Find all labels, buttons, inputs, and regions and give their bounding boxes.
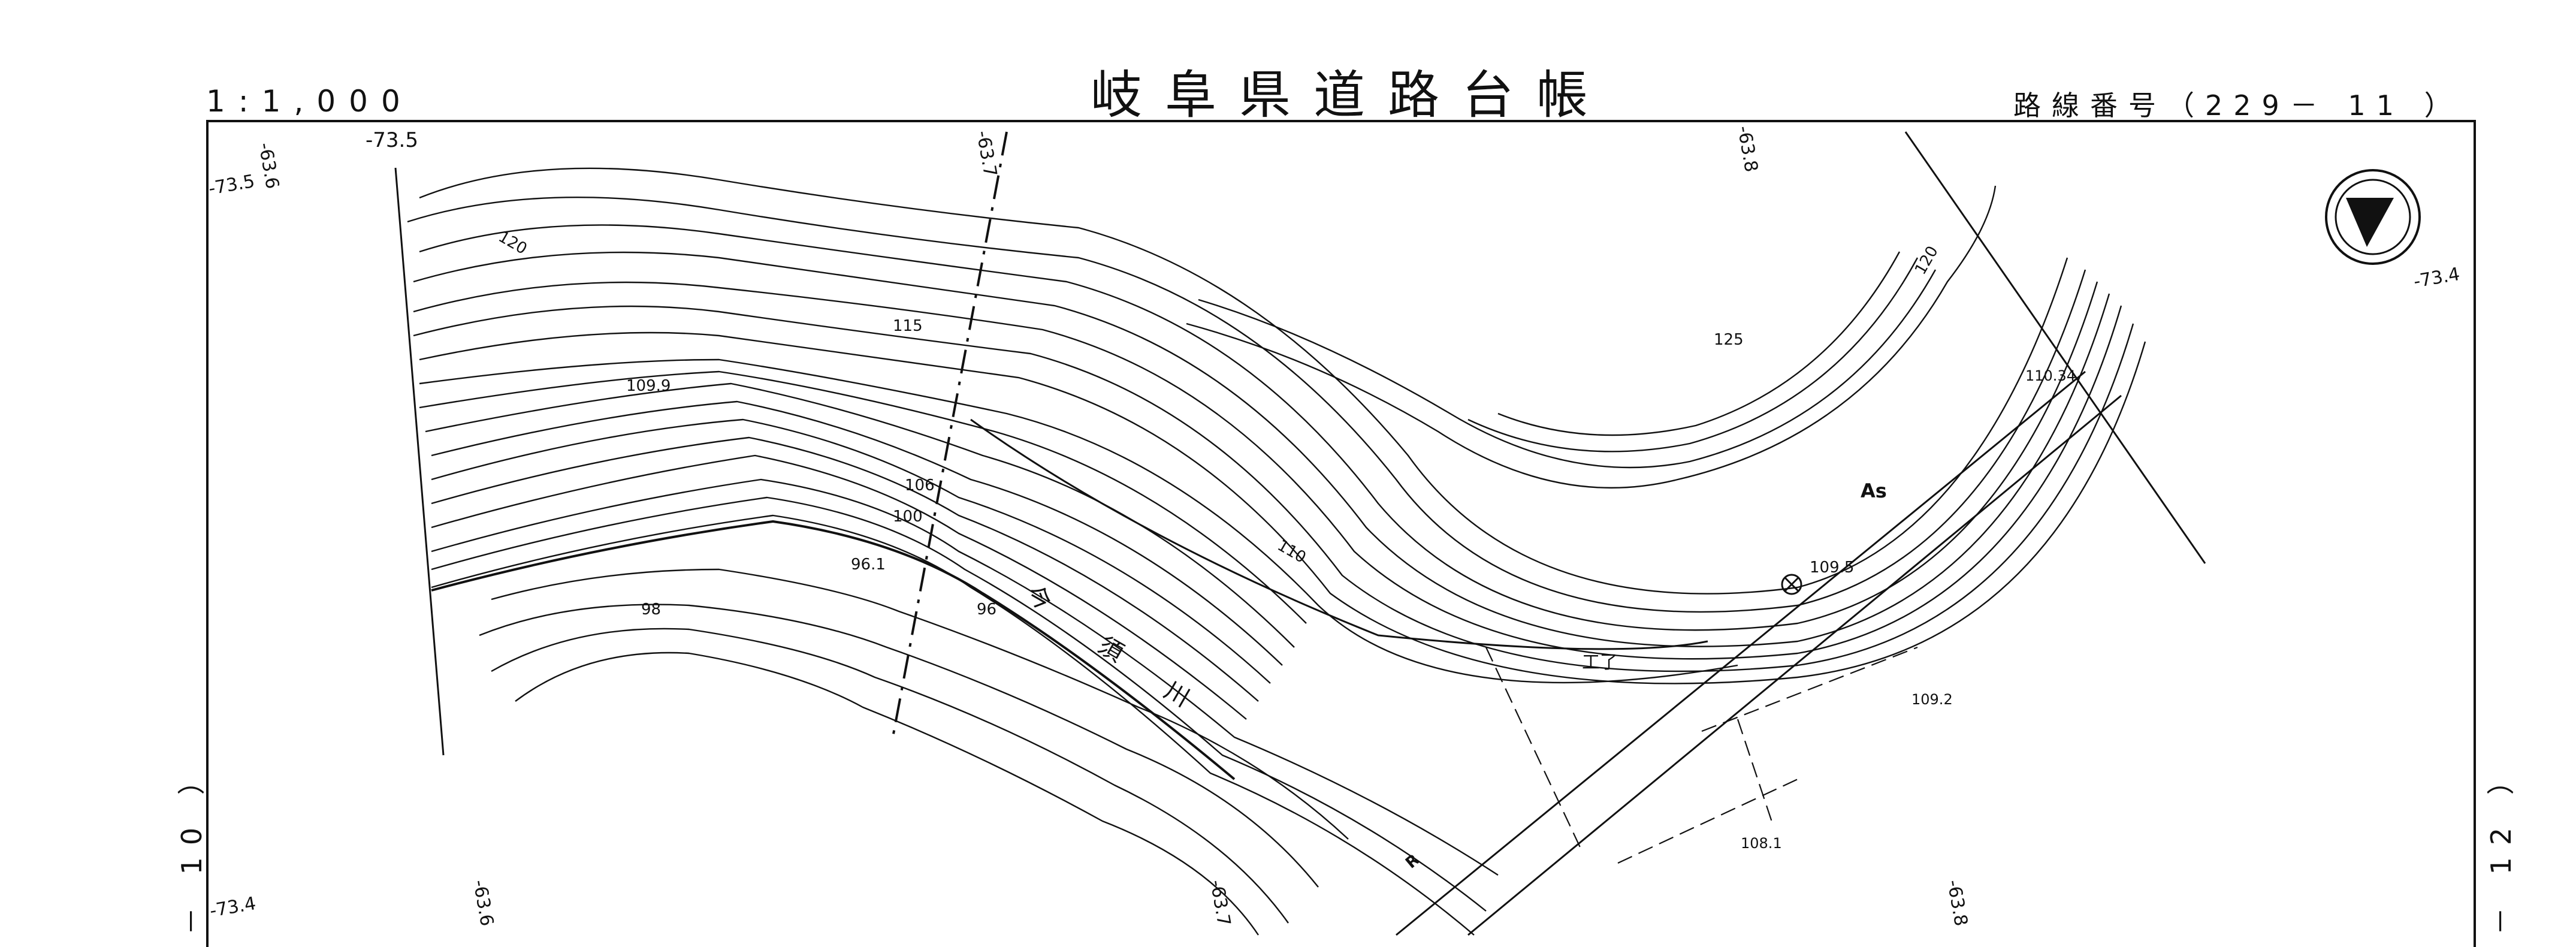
scale-label: 1:1,000 — [206, 84, 413, 119]
river-line — [431, 520, 1236, 780]
grid-label-right-edge: -73.4 — [2412, 264, 2462, 292]
sheet-title: 岐阜県道路台帳 — [1091, 65, 1611, 125]
elevation-120-right: 120 — [1911, 243, 1942, 278]
river-name-char-2: 須 — [1094, 632, 1128, 668]
grid-label-top-left-a: -73.5 — [366, 128, 418, 152]
grid-label-top-mid: -63.7 — [972, 129, 1001, 179]
elevation-108-1: 108.1 — [1741, 835, 1782, 852]
road-edges — [394, 131, 2206, 936]
river-name-char-1: 今 — [1022, 581, 1056, 617]
elevation-96: 96 — [977, 601, 996, 619]
map-frame — [206, 120, 2476, 947]
elevation-109-2: 109.2 — [1911, 691, 1953, 708]
route-centerline — [892, 131, 1008, 738]
grid-label-bottom-left-b: -63.6 — [469, 878, 497, 928]
grid-label-bottom-right: -63.8 — [1943, 878, 1971, 928]
grid-label-top-left-c: -73.5 — [207, 171, 256, 200]
elevation-125: 125 — [1714, 331, 1744, 349]
elevation-98: 98 — [641, 601, 661, 619]
elevation-100: 100 — [893, 508, 923, 526]
elevation-109-5: 109.5 — [1810, 559, 1854, 577]
bridge-mark: 工了 — [1582, 652, 1618, 673]
grid-label-bottom-left-a: -73.4 — [208, 893, 258, 922]
elevation-110-34: 110.34 — [2025, 367, 2076, 384]
contour-lines — [407, 167, 2146, 936]
north-arrow-icon — [2325, 169, 2421, 265]
elevation-96-1: 96.1 — [851, 556, 886, 574]
elevation-115: 115 — [893, 317, 923, 335]
grid-label-top-right: -63.8 — [1733, 124, 1762, 174]
elevation-106: 106 — [905, 476, 935, 494]
surface-label: As — [1861, 479, 1887, 502]
boundary-lines — [1485, 646, 1918, 864]
r-mark: R — [1402, 851, 1423, 873]
route-number: 路線番号（229－ 11 ） — [2013, 89, 2463, 122]
elevation-109-9: 109.9 — [626, 377, 671, 395]
survey-point-icon — [1781, 574, 1802, 595]
grid-label-bottom-mid: -63.7 — [1206, 878, 1234, 928]
grid-label-top-left-b: -63.6 — [254, 141, 283, 191]
